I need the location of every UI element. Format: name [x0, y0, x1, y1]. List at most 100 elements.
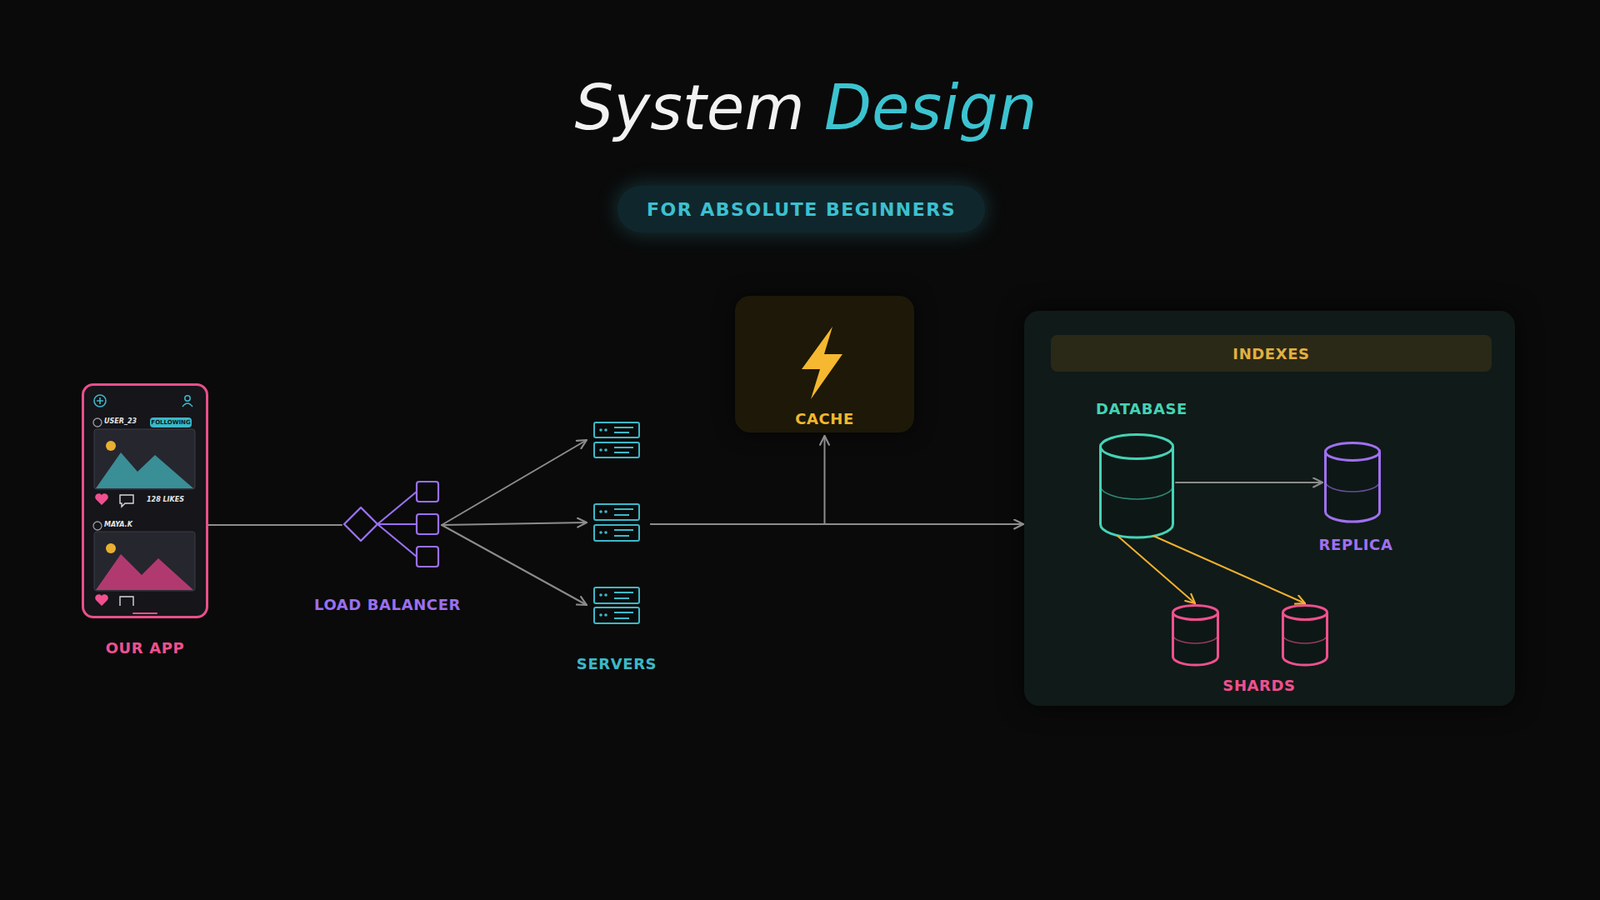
- connector: [1175, 482, 1323, 484]
- cylinder-outline: [1171, 604, 1220, 665]
- connector: [441, 440, 587, 605]
- cylinder-top: [1173, 605, 1219, 620]
- home-indicator: [133, 612, 157, 615]
- cylinder-body: [1100, 446, 1174, 538]
- balancer-diamond: [344, 507, 378, 541]
- comment-icon: [120, 596, 134, 606]
- server-unit: [594, 422, 640, 438]
- server-lines: [614, 592, 634, 619]
- avatar: [93, 418, 102, 427]
- phone-frame: OUR APPFOLLOWING: [81, 383, 209, 619]
- cylinder-outline: [1281, 604, 1329, 665]
- data-panel: INDEXES DATABASE REPLICA SHARDS: [1024, 310, 1515, 706]
- cylinder-outline: [1324, 441, 1381, 522]
- server-unit: [594, 607, 640, 624]
- add-icon: [94, 395, 106, 407]
- server-dot: [604, 613, 608, 617]
- server-dot: [604, 428, 608, 432]
- database-cylinder: DATABASE: [1099, 433, 1175, 538]
- connector: [208, 525, 342, 526]
- comment-icon: [120, 495, 134, 507]
- shard-group: SHARDS: [1166, 600, 1334, 667]
- mountains: [95, 452, 194, 489]
- node-label: FOLLOWING: [150, 419, 190, 426]
- connector-line: [441, 440, 587, 525]
- server-lines: [614, 509, 634, 536]
- server-icon: [594, 504, 640, 541]
- server-dot: [599, 448, 603, 452]
- server-dot: [604, 510, 608, 514]
- server-dot: [599, 510, 603, 514]
- server-dot: [599, 593, 603, 597]
- server-unit: [594, 442, 640, 458]
- server-icon: [594, 587, 640, 624]
- server-dots: [599, 593, 608, 617]
- heart-icon: [95, 594, 109, 606]
- server-dots: [599, 510, 608, 535]
- heart-icon: [95, 493, 109, 505]
- server-dot: [599, 613, 603, 617]
- server-dot: [604, 530, 608, 535]
- avatar: [93, 521, 102, 530]
- cylinder-top: [1325, 443, 1380, 461]
- node-label: SHARDS: [1222, 676, 1295, 695]
- node-label: DATABASE: [1095, 400, 1188, 418]
- cylinder-outline: [1099, 433, 1175, 538]
- sun: [105, 440, 116, 451]
- server-unit: [594, 504, 640, 520]
- cache-box: CACHE: [735, 295, 915, 433]
- replica-cylinder: REPLICA: [1324, 441, 1381, 522]
- connector-line: [441, 525, 587, 605]
- connector-line: [1153, 535, 1305, 604]
- balancer-target: [416, 546, 439, 567]
- node-label: FOR ABSOLUTE BEGINNERS: [646, 199, 956, 220]
- connector-line: [208, 524, 342, 526]
- connector-line: [650, 435, 825, 525]
- server-unit: [594, 525, 640, 541]
- server-lines: [614, 427, 634, 453]
- cylinder-band: [1173, 635, 1219, 644]
- cylinder-band: [1283, 635, 1328, 644]
- sun: [105, 543, 116, 554]
- cylinder-band: [1325, 481, 1380, 492]
- server-dot: [604, 593, 608, 597]
- load-balancer: LOAD BALANCER: [341, 479, 442, 571]
- cylinder-band: [1100, 485, 1174, 500]
- connector: [1117, 535, 1305, 604]
- add-icon-cross: [96, 397, 104, 405]
- connector: [650, 524, 1024, 525]
- cylinder-body: [1325, 451, 1380, 522]
- server-icon: [594, 422, 640, 458]
- profile-icon-head: [185, 395, 190, 401]
- node-label: INDEXES: [1050, 335, 1492, 372]
- post-image: [94, 429, 195, 490]
- connector-line: [1175, 481, 1323, 484]
- server-dots: [599, 428, 608, 452]
- balancer-target: [416, 481, 439, 502]
- lightning-bolt: [801, 326, 843, 400]
- node-label: OUR APP: [105, 639, 185, 657]
- connector-line: [1117, 535, 1195, 604]
- balancer-fan: [377, 491, 417, 557]
- profile-icon-body: [182, 403, 193, 407]
- balancer-target: [416, 514, 439, 535]
- mountains: [95, 554, 194, 590]
- cylinder-top: [1100, 435, 1174, 460]
- subtitle-pill: FOR ABSOLUTE BEGINNERS: [617, 185, 985, 233]
- node-label: CACHE: [795, 410, 855, 428]
- server-group: SERVERS: [587, 416, 646, 630]
- connector-line: [650, 523, 1024, 525]
- follow-pill: FOLLOWING: [150, 417, 192, 428]
- connector: [650, 435, 825, 525]
- cylinder-top: [1283, 605, 1328, 620]
- server-dot: [604, 448, 608, 452]
- server-dot: [599, 428, 603, 432]
- node-label: SERVERS: [576, 655, 657, 673]
- server-dot: [599, 530, 603, 535]
- connector-line: [441, 522, 587, 525]
- server-unit: [594, 587, 640, 604]
- node-label: LOAD BALANCER: [314, 595, 461, 614]
- diagram-title: System Design: [571, 71, 1046, 149]
- post-image: [94, 531, 195, 591]
